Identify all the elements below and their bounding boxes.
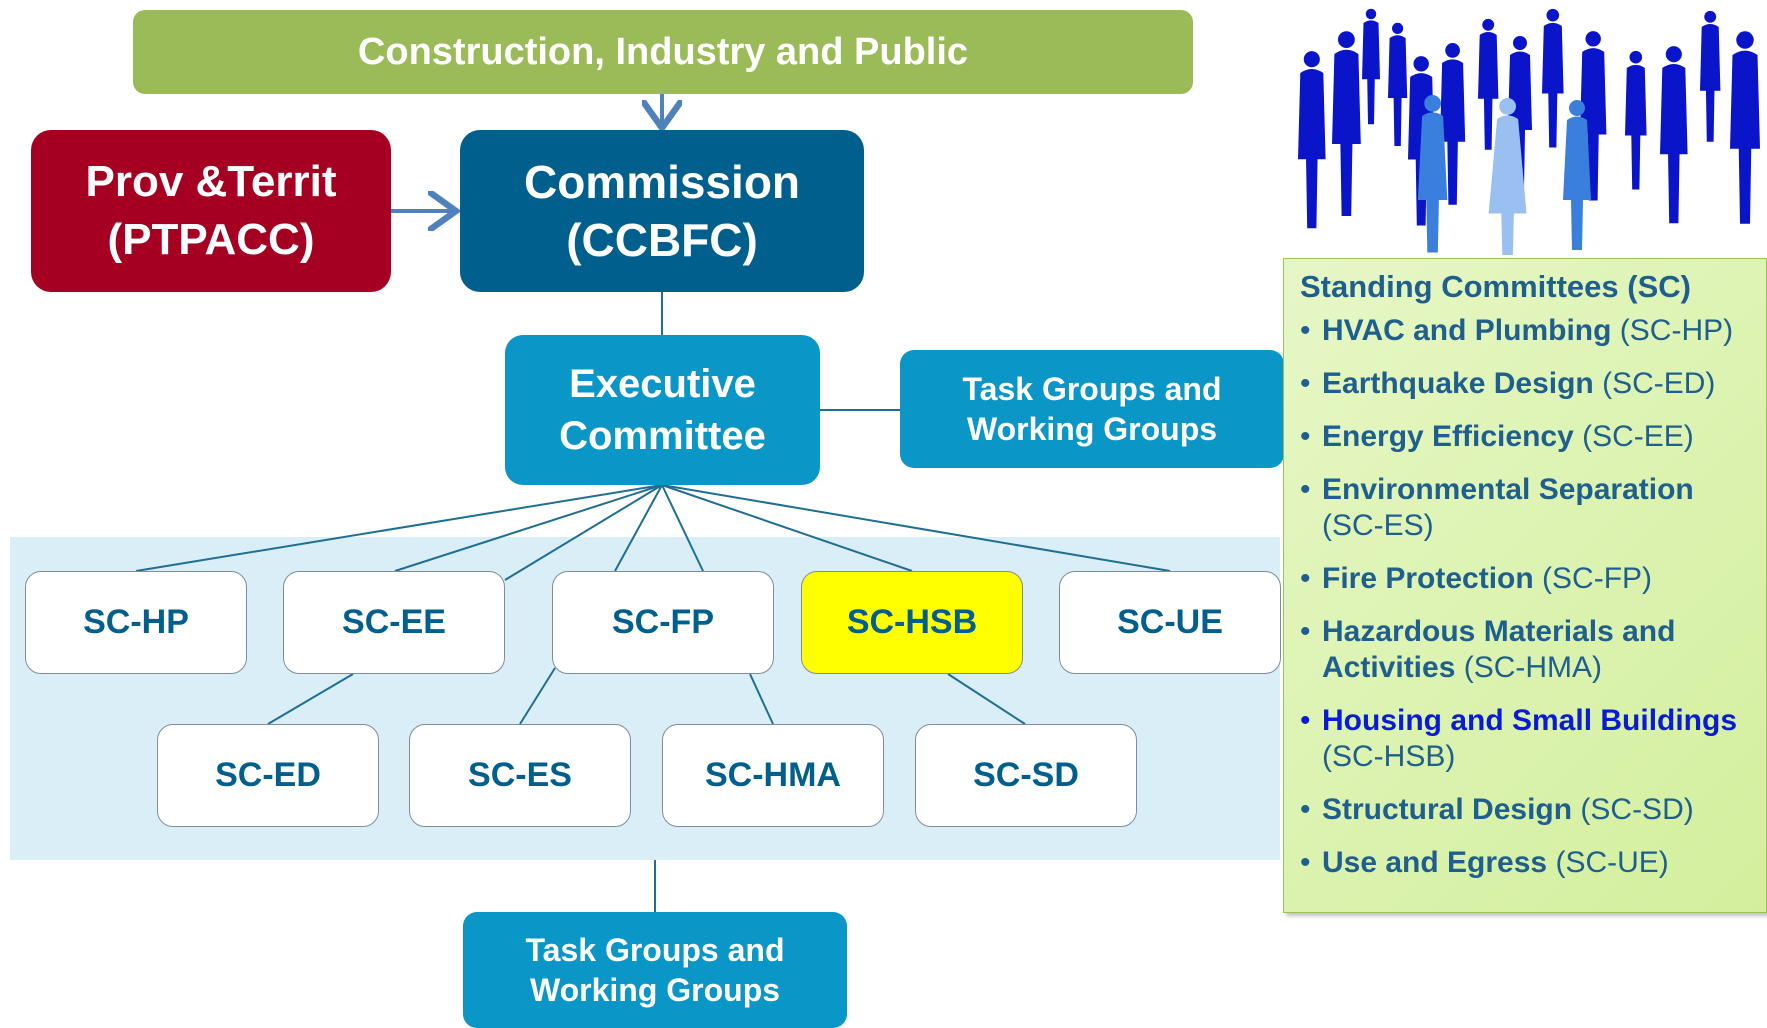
legend-item: •Hazardous Materials and Activities (SC-… <box>1300 615 1676 684</box>
bullet-icon: • <box>1300 793 1311 826</box>
legend-item: •Earthquake Design (SC-ED) <box>1300 367 1716 400</box>
tg-right-line2: Working Groups <box>966 411 1218 447</box>
sc-label: SC-HMA <box>705 756 841 794</box>
top-box-label: Construction, Industry and Public <box>357 30 969 73</box>
legend-item: •Structural Design (SC-SD) <box>1300 793 1694 826</box>
task-groups-right-box: Task Groups and Working Groups <box>900 350 1284 468</box>
sc-hsb-box: SC-HSB <box>801 571 1023 674</box>
sc-label: SC-SD <box>973 756 1079 794</box>
bullet-icon: • <box>1300 562 1311 595</box>
bullet-icon: • <box>1300 615 1311 648</box>
executive-committee-box: Executive Committee <box>505 335 820 485</box>
exec-line1: Executive <box>569 362 756 406</box>
legend-list: •HVAC and Plumbing (SC-HP) •Earthquake D… <box>1300 313 1766 881</box>
task-groups-bottom-box: Task Groups and Working Groups <box>463 912 847 1028</box>
tg-bottom-line2: Working Groups <box>529 972 781 1008</box>
bullet-icon: • <box>1300 846 1311 879</box>
sc-es-box: SC-ES <box>409 724 631 827</box>
sc-ed-box: SC-ED <box>157 724 379 827</box>
legend-item: •Environmental Separation(SC-ES) <box>1300 473 1694 542</box>
legend-item: •Use and Egress (SC-UE) <box>1300 846 1669 879</box>
bullet-icon: • <box>1300 473 1311 506</box>
sc-hma-box: SC-HMA <box>662 724 884 827</box>
sc-label: SC-ES <box>468 756 572 794</box>
prov-territ-box: Prov &Territ (PTPACC) <box>31 130 391 292</box>
sc-hp-box: SC-HP <box>25 571 247 674</box>
tg-bottom-line1: Task Groups and <box>525 932 785 968</box>
sc-label: SC-ED <box>215 756 321 794</box>
legend-title: Standing Committees (SC) <box>1300 269 1691 304</box>
bullet-icon: • <box>1300 367 1311 400</box>
legend-item: •HVAC and Plumbing (SC-HP) <box>1300 314 1734 347</box>
construction-industry-public-box: Construction, Industry and Public <box>133 10 1193 94</box>
commission-box: Commission (CCBFC) <box>460 130 864 292</box>
sc-ue-box: SC-UE <box>1059 571 1281 674</box>
bullet-icon: • <box>1300 704 1311 737</box>
prov-box-line1: Prov &Territ <box>85 157 337 206</box>
bullet-icon: • <box>1300 420 1311 453</box>
sc-fp-box: SC-FP <box>552 571 774 674</box>
legend-item-highlighted: •Housing and Small Buildings(SC-HSB) <box>1300 704 1738 773</box>
tg-right-line1: Task Groups and <box>962 371 1222 407</box>
sc-ee-box: SC-EE <box>283 571 505 674</box>
legend-item: •Fire Protection (SC-FP) <box>1300 562 1653 595</box>
sc-label: SC-FP <box>612 603 714 641</box>
sc-label: SC-HSB <box>846 603 978 641</box>
commission-line2: (CCBFC) <box>566 214 758 266</box>
bullet-icon: • <box>1300 314 1311 347</box>
sc-sd-box: SC-SD <box>915 724 1137 827</box>
prov-box-line2: (PTPACC) <box>107 215 315 264</box>
sc-label: SC-UE <box>1117 603 1223 641</box>
standing-committees-legend: Standing Committees (SC) •HVAC and Plumb… <box>1283 258 1767 913</box>
commission-line1: Commission <box>523 156 801 208</box>
crowd-silhouette-icon <box>1298 8 1760 255</box>
sc-label: SC-HP <box>83 603 189 641</box>
exec-line2: Committee <box>559 414 766 458</box>
sc-label: SC-EE <box>342 603 446 641</box>
legend-item: •Energy Efficiency (SC-EE) <box>1300 420 1694 453</box>
